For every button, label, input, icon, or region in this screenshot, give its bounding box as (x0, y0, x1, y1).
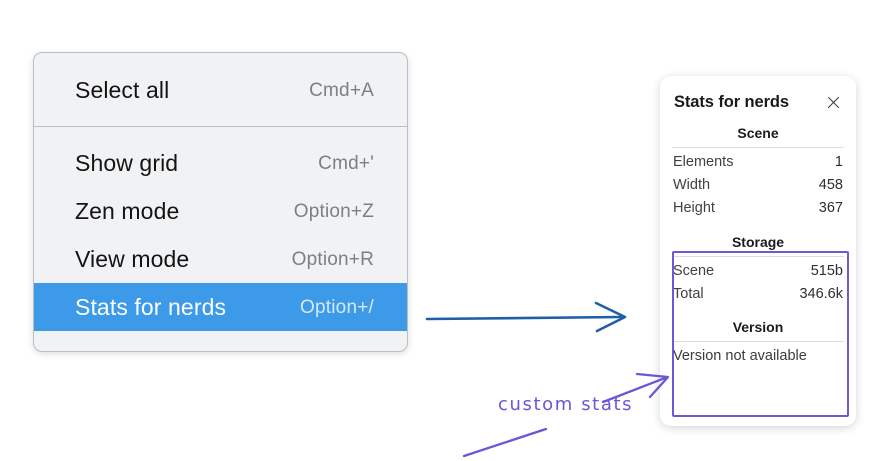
group-heading: Scene (737, 125, 779, 141)
menu-item-stats-for-nerds[interactable]: Stats for nerds Option+/ (34, 283, 407, 331)
group-heading: Storage (731, 234, 785, 250)
stats-group-scene: Scene Elements 1 Width 458 Height 367 (660, 116, 856, 219)
stat-key: Elements (673, 153, 734, 170)
group-heading: Version (732, 319, 784, 335)
menu-section-padding (34, 114, 407, 126)
menu-item-label: View mode (75, 245, 190, 272)
context-menu[interactable]: Select all Cmd+A Show grid Cmd+' Zen mod… (33, 52, 408, 352)
menu-item-label: Stats for nerds (75, 293, 227, 320)
annotation-label-custom-stats: custom stats (498, 394, 634, 415)
stat-row-elements: Elements 1 (671, 150, 845, 173)
menu-item-label: Show grid (75, 149, 179, 176)
stat-row-storage-total: Total 346.6k (671, 282, 845, 305)
stat-value: 367 (818, 199, 843, 216)
menu-item-zen-mode[interactable]: Zen mode Option+Z (34, 187, 407, 235)
menu-top-padding (34, 53, 407, 66)
menu-item-label: Zen mode (75, 197, 180, 224)
menu-divider (34, 126, 407, 127)
menu-item-view-mode[interactable]: View mode Option+R (34, 235, 407, 283)
menu-item-shortcut: Cmd+' (318, 152, 374, 174)
stat-value: 458 (818, 176, 843, 193)
menu-section-2: Show grid Cmd+' Zen mode Option+Z View m… (34, 127, 407, 344)
stat-key: Width (673, 176, 711, 193)
stat-key: Scene (673, 262, 715, 279)
menu-section-padding (34, 127, 407, 139)
group-rule (672, 341, 844, 342)
blue-arrow-icon (425, 301, 627, 333)
purple-underline-stroke (462, 427, 548, 458)
menu-item-show-grid[interactable]: Show grid Cmd+' (34, 139, 407, 187)
menu-bottom-padding (34, 331, 407, 344)
close-icon[interactable] (825, 94, 842, 111)
stats-panel-header: Stats for nerds (660, 88, 856, 116)
stat-value: 1 (834, 153, 843, 170)
stats-group-storage: Storage Scene 515b Total 346.6k (660, 219, 856, 305)
version-note: Version not available (673, 348, 807, 364)
menu-item-shortcut: Option+Z (293, 200, 374, 222)
group-rule (672, 256, 844, 257)
menu-item-shortcut: Cmd+A (309, 79, 374, 101)
stat-value: 515b (810, 262, 843, 279)
stats-panel-title: Stats for nerds (674, 92, 789, 111)
group-rule (672, 147, 844, 148)
menu-item-select-all[interactable]: Select all Cmd+A (34, 66, 407, 114)
stat-row-width: Width 458 (671, 173, 845, 196)
stat-key: Height (673, 199, 715, 216)
stat-key: Total (673, 285, 704, 302)
menu-item-label: Select all (75, 76, 170, 103)
stat-row-storage-scene: Scene 515b (671, 259, 845, 282)
stat-row-height: Height 367 (671, 196, 845, 219)
menu-item-shortcut: Option+R (291, 248, 374, 270)
stats-group-version: Version Version not available (660, 305, 856, 369)
stats-for-nerds-panel[interactable]: Stats for nerds Scene Elements 1 Width 4… (660, 76, 856, 426)
stat-value: 346.6k (799, 285, 843, 302)
menu-section-1: Select all Cmd+A (34, 53, 407, 126)
menu-item-shortcut: Option+/ (300, 296, 374, 318)
